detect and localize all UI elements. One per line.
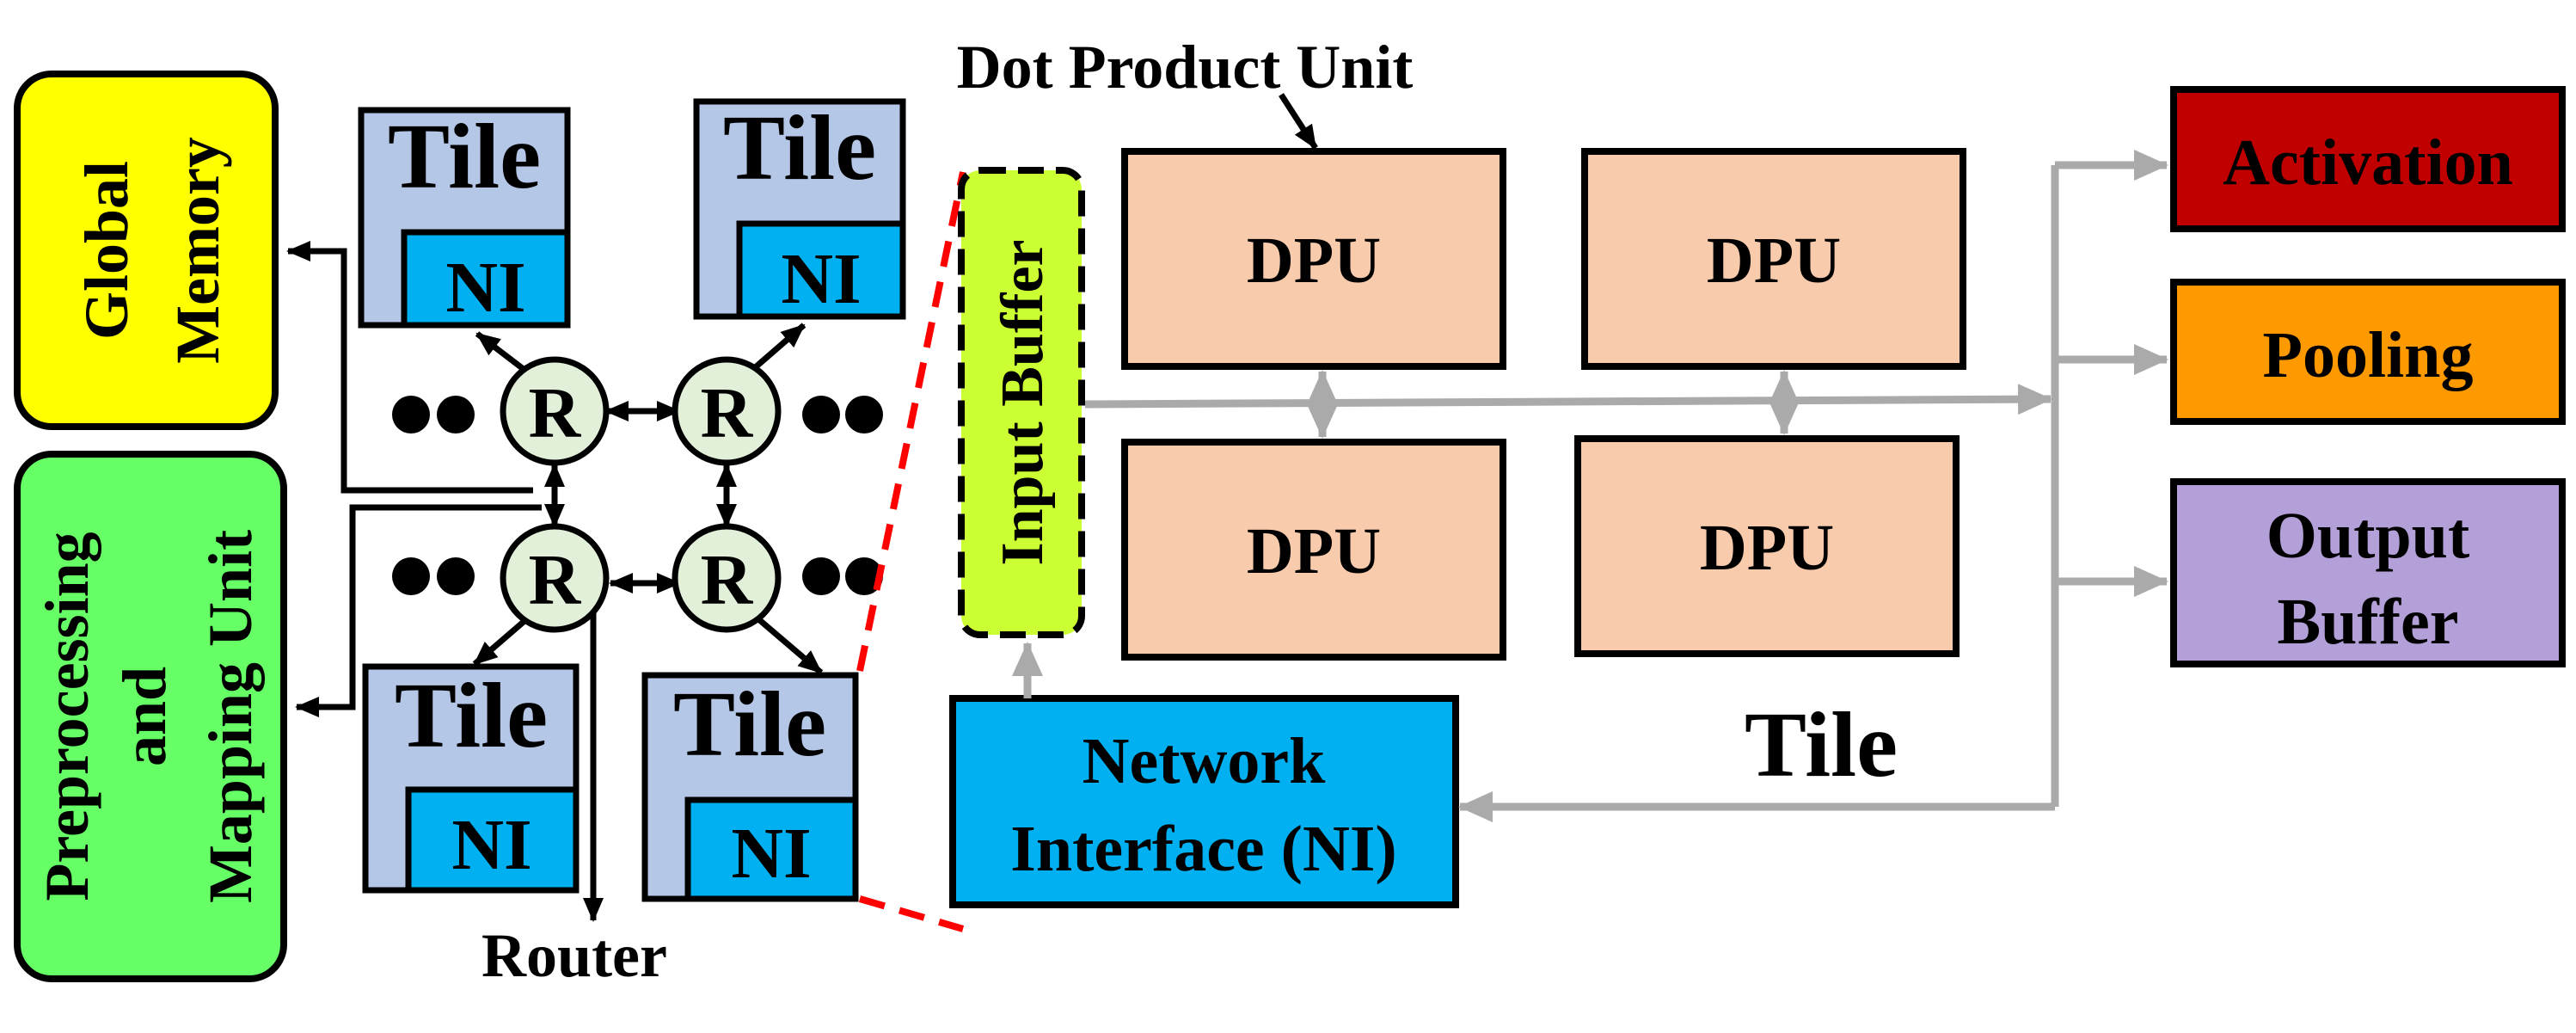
output-buffer-label-line1: Output <box>2266 500 2470 572</box>
tile-label: Tile <box>395 665 548 767</box>
output-buffer-label-line2: Buffer <box>2277 586 2458 658</box>
pooling-label: Pooling <box>2263 319 2474 391</box>
preprocessing-mapping-unit-block: Preprocessing and Mapping Unit <box>14 451 287 982</box>
ni-label: NI <box>451 805 531 885</box>
gray-data-paths <box>1012 150 2168 822</box>
activation-label: Activation <box>2223 126 2513 199</box>
network-interface-block: Network Interface (NI) <box>949 695 1459 908</box>
router-bottom-right: R <box>672 523 782 633</box>
pooling-block: Pooling <box>2170 279 2566 425</box>
router-bottom-left: R <box>500 523 610 633</box>
preprocessing-label-line2: and <box>110 667 179 766</box>
tile-bottom-right: Tile NI <box>641 672 859 902</box>
ellipsis-dots <box>392 396 883 595</box>
dpu-label: DPU <box>1700 512 1834 584</box>
noc-connections <box>286 241 824 922</box>
router-letter: R <box>701 373 754 453</box>
dot-product-unit-label: Dot Product Unit <box>957 33 1414 101</box>
dpu-bottom-right: DPU <box>1574 435 1960 657</box>
global-memory-label-line2: Memory <box>163 137 232 364</box>
dpu-label: DPU <box>1247 515 1381 587</box>
router-top-left: R <box>500 356 610 466</box>
network-interface-label-line1: Network <box>1083 725 1327 797</box>
activation-block: Activation <box>2170 86 2566 232</box>
dpu-bottom-left: DPU <box>1121 439 1506 661</box>
router-top-right: R <box>672 356 782 466</box>
tile-top-left: Tile NI <box>358 106 571 329</box>
zoom-lines <box>856 171 966 932</box>
ni-label: NI <box>731 814 811 894</box>
ni-label: NI <box>781 239 861 319</box>
global-memory-label-line1: Global <box>72 161 141 340</box>
input-buffer-label: Input Buffer <box>990 239 1056 565</box>
tile-top-right: Tile NI <box>693 97 906 320</box>
tile-bottom-left: Tile NI <box>362 663 580 894</box>
router-letter: R <box>701 540 754 620</box>
router-letter: R <box>529 540 582 620</box>
output-buffer-block: Output Buffer <box>2170 478 2566 667</box>
router-letter: R <box>529 373 582 453</box>
dpu-label: DPU <box>1707 224 1841 297</box>
dot-product-unit-pointer <box>1279 93 1318 150</box>
router-caption: Router <box>481 921 667 990</box>
tile-label: Tile <box>673 673 826 776</box>
dpu-top-right: DPU <box>1581 148 1966 370</box>
preprocessing-label-line1: Preprocessing <box>33 532 101 901</box>
dpu-label: DPU <box>1247 224 1381 297</box>
tile-label: Tile <box>723 97 876 200</box>
input-buffer-block: Input Buffer <box>958 167 1085 638</box>
dpu-top-left: DPU <box>1121 148 1506 370</box>
global-memory-block: Global Memory <box>14 71 279 430</box>
network-interface-label-line2: Interface (NI) <box>1010 813 1396 885</box>
ni-label: NI <box>445 248 525 328</box>
tile-caption: Tile <box>1745 694 1898 796</box>
tile-label: Tile <box>388 106 541 208</box>
preprocessing-label-line3: Mapping Unit <box>196 530 265 903</box>
